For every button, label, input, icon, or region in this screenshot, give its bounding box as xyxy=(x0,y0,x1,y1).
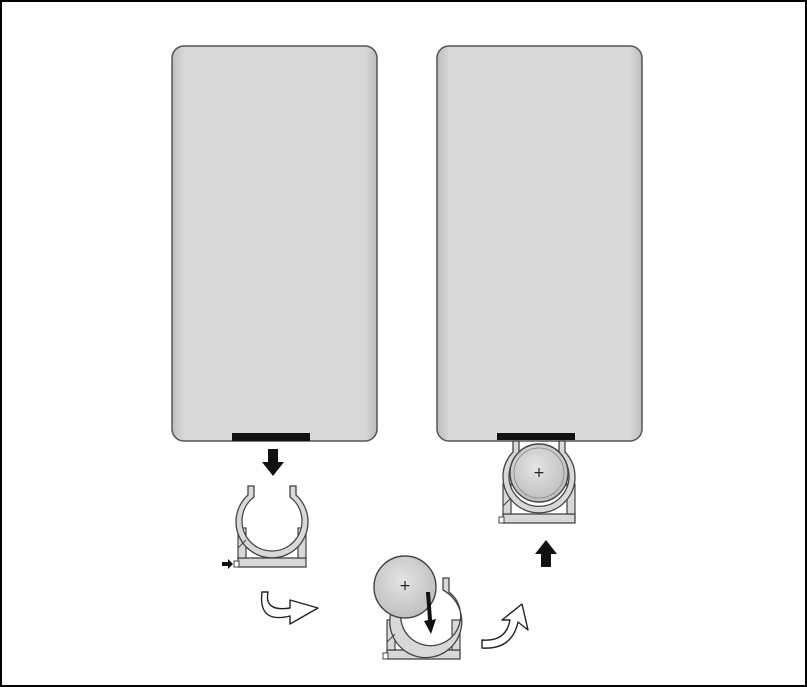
small-right-arrow-icon xyxy=(222,559,233,569)
battery-plus-label: + xyxy=(399,578,411,594)
coin-battery-inserting: + xyxy=(373,555,437,619)
holder-latch xyxy=(233,560,240,568)
battery-holder-empty xyxy=(233,485,309,568)
battery-plus-label-installed: + xyxy=(533,465,545,481)
up-arrow-icon xyxy=(535,540,557,567)
battery-holder-inserted xyxy=(498,440,576,524)
curved-arrow-up-icon xyxy=(481,603,529,649)
down-arrow-icon xyxy=(262,449,284,476)
insert-arrow-icon xyxy=(424,592,436,634)
battery-slot-left xyxy=(232,433,310,441)
coin-battery-installed: + xyxy=(509,443,569,503)
battery-holder-loading xyxy=(382,577,463,660)
curved-arrow-right-icon xyxy=(260,591,319,625)
remote-control-left xyxy=(171,45,378,442)
battery-slot-right xyxy=(497,433,575,440)
remote-control-right xyxy=(436,45,643,442)
